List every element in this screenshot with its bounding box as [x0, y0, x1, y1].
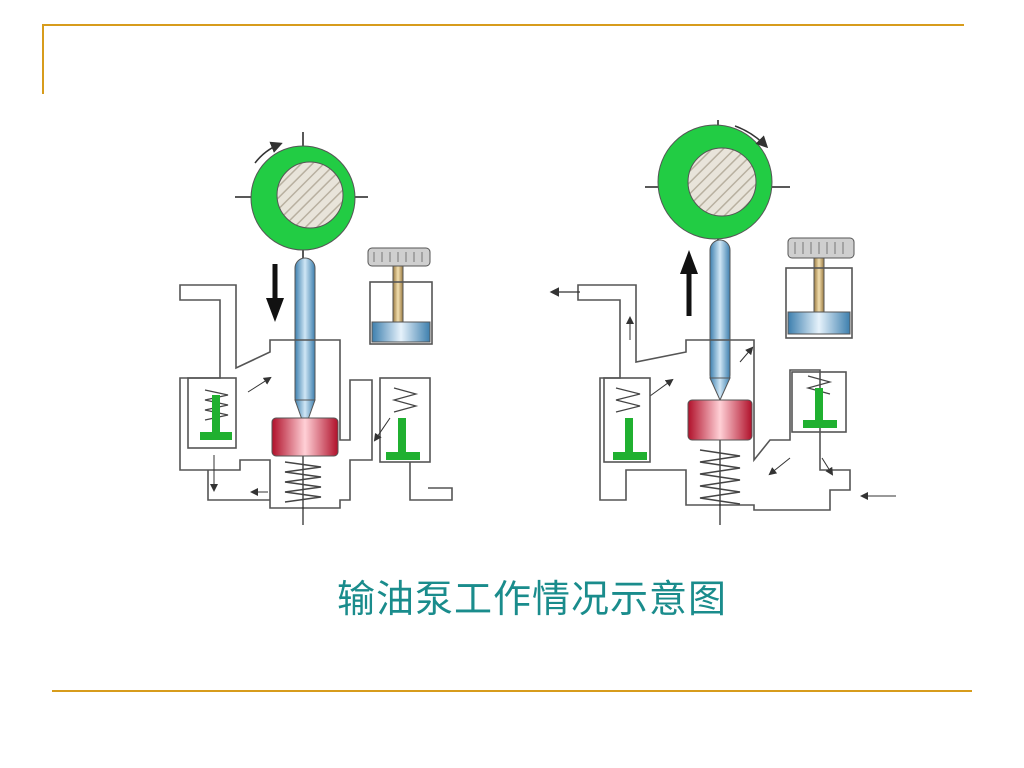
inlet-valve-left — [386, 418, 420, 460]
diagram-right — [549, 120, 896, 525]
outlet-valve-left — [200, 395, 232, 440]
inlet-valve-right — [803, 388, 837, 428]
bottom-rule — [52, 690, 972, 692]
diagram-caption: 输油泵工作情况示意图 — [336, 577, 727, 621]
motion-arrow-right — [680, 250, 698, 316]
outlet-valve-right — [613, 418, 647, 460]
plunger-spring-right — [699, 449, 741, 505]
diagram-left — [179, 132, 453, 525]
cam-left — [235, 132, 368, 262]
hand-primer-left — [367, 247, 433, 345]
pump-body-left — [179, 284, 373, 509]
left-rule — [42, 24, 44, 94]
top-rule — [42, 24, 964, 26]
plunger-spring-left — [284, 461, 322, 503]
push-rod-left — [294, 257, 316, 409]
plunger-right — [687, 399, 753, 441]
hand-primer-right — [785, 237, 855, 339]
motion-arrow-left — [266, 264, 284, 322]
push-rod-right — [709, 239, 731, 386]
plunger-left — [271, 417, 339, 457]
cam-right — [645, 120, 790, 252]
